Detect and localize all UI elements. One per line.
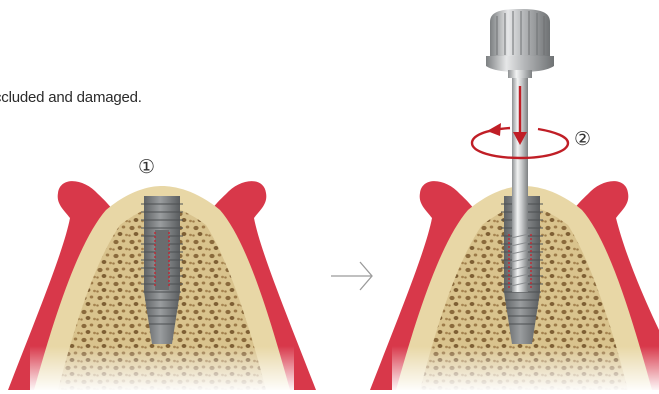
left-jaw-section [8,181,316,392]
repair-tool-head [486,9,554,78]
right-jaw-section [370,70,659,392]
rotation-arrowhead-icon [487,123,501,136]
transition-arrow-icon [331,262,372,290]
left-implant-bore [155,230,169,290]
